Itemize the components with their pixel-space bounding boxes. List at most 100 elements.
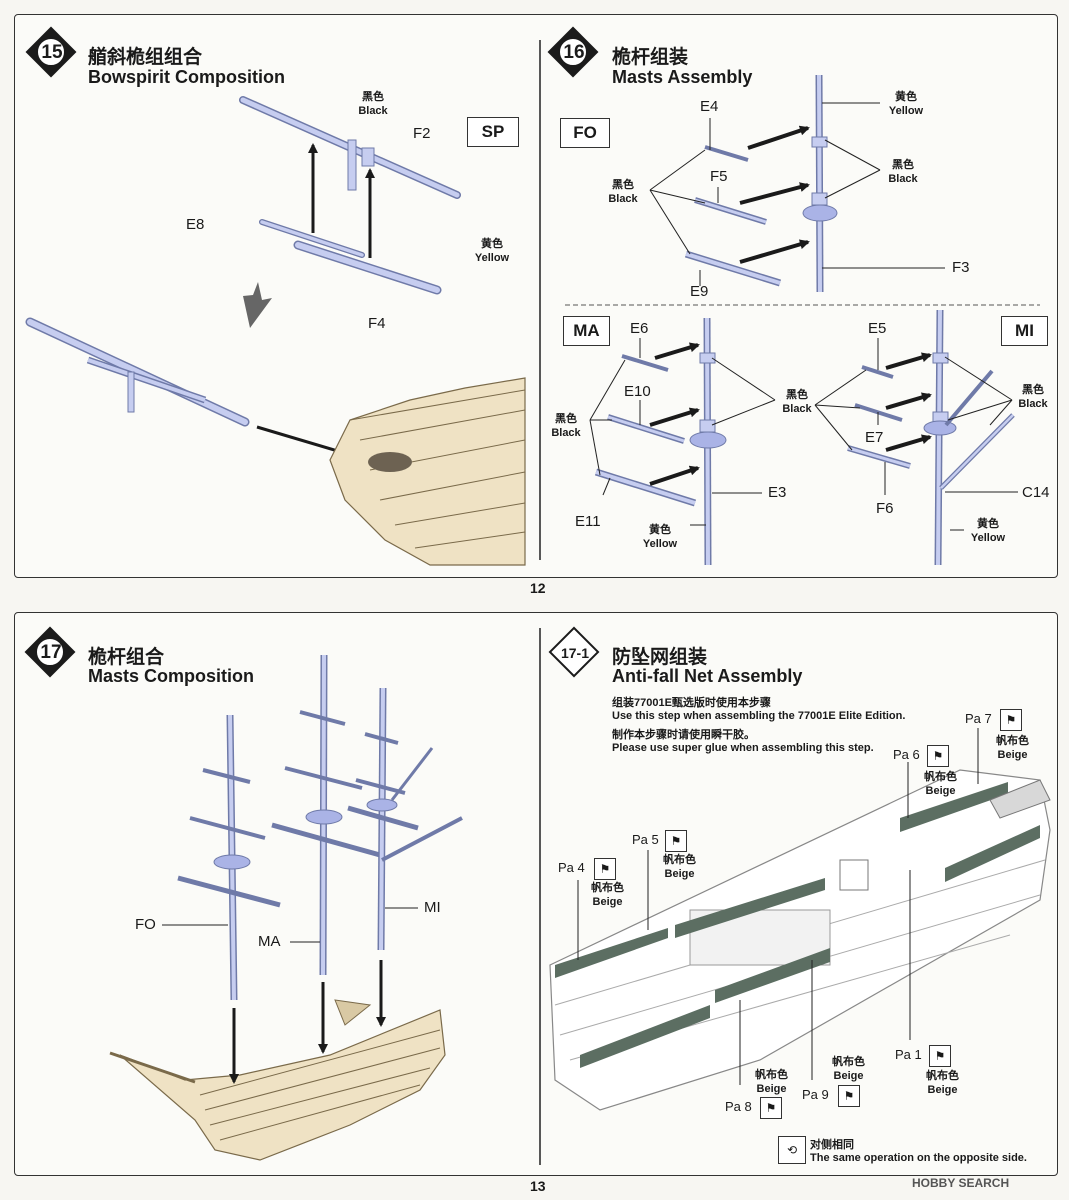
yellow-cn: 黄色 xyxy=(895,91,917,103)
step17-1-badge: 17-1 xyxy=(548,626,600,678)
black-en: Black xyxy=(888,173,918,185)
ma-leader-lines xyxy=(589,338,776,526)
ma-mast xyxy=(689,317,727,566)
pa5-beige: 帆布色 Beige xyxy=(657,853,702,881)
note-line-3: 制作本步骤时请使用瞬干胶。 xyxy=(612,729,755,741)
beige-cn: 帆布色 xyxy=(924,771,957,783)
arrow-e6 xyxy=(654,342,700,360)
black-en: Black xyxy=(358,105,388,117)
beige-en: Beige xyxy=(833,1070,864,1082)
black-en: Black xyxy=(1018,398,1048,410)
page-number-13: 13 xyxy=(530,1178,546,1194)
black-cn: 黑色 xyxy=(786,389,808,401)
part-e5: E5 xyxy=(868,320,887,337)
ma-tag: MA xyxy=(563,316,610,346)
pa9-beige: 帆布色 Beige xyxy=(826,1055,871,1083)
yellow-en: Yellow xyxy=(888,105,924,117)
part-c14: C14 xyxy=(1022,484,1050,501)
beige-cn: 帆布色 xyxy=(926,1070,959,1082)
net-part-icon: ⚑ xyxy=(594,858,616,880)
black-cn: 黑色 xyxy=(362,91,384,103)
mi-tag: MI xyxy=(1001,316,1048,346)
pa4-label: Pa 4 xyxy=(558,860,585,875)
hobby-search-watermark: HOBBY SEARCH xyxy=(912,1176,1010,1190)
fo-black-left-label: 黑色 Black xyxy=(602,178,644,206)
page-number-12: 12 xyxy=(530,580,546,596)
net-part-icon: ⚑ xyxy=(927,745,949,767)
net-part-icon: ⚑ xyxy=(838,1085,860,1107)
arrow-e7 xyxy=(885,392,932,410)
black-cn: 黑色 xyxy=(612,179,634,191)
arrow-e9 xyxy=(739,239,810,264)
black-cn: 黑色 xyxy=(892,159,914,171)
note-line-2: Use this step when assembling the 77001E… xyxy=(612,710,906,722)
step17-title-en: Masts Composition xyxy=(88,666,255,686)
net-part-icon: ⚑ xyxy=(665,830,687,852)
beige-en: Beige xyxy=(927,1084,958,1096)
sp-exploded-parts xyxy=(239,96,461,295)
ship-deck-net xyxy=(549,769,1051,1111)
beige-cn: 帆布色 xyxy=(996,735,1029,747)
net-part-icon: ⚑ xyxy=(929,1045,951,1067)
pa1-label: Pa 1 xyxy=(895,1047,922,1062)
ma-black-left-label: 黑色 Black xyxy=(545,412,587,440)
beige-en: Beige xyxy=(997,749,1028,761)
step15-title-en: Bowspirit Composition xyxy=(88,67,285,87)
black-en: Black xyxy=(608,193,638,205)
arrow-f5 xyxy=(739,182,810,205)
beige-cn: 帆布色 xyxy=(755,1069,788,1081)
fo-yellow-label: 黄色 Yellow xyxy=(882,90,930,118)
beige-cn: 帆布色 xyxy=(663,854,696,866)
step15-number: 15 xyxy=(41,42,63,63)
mast-label-fo: FO xyxy=(135,916,156,933)
step16-number: 16 xyxy=(563,42,585,63)
mi-mast xyxy=(923,309,1015,566)
step15-panel xyxy=(14,14,1058,578)
mi-leader-lines xyxy=(814,338,1018,531)
pa6-beige: 帆布色 Beige xyxy=(918,770,963,798)
fo-leader-lines xyxy=(649,102,945,286)
step16-title-cn: 桅杆组装 xyxy=(612,47,689,68)
arrow-f6 xyxy=(885,434,932,452)
fo-mast xyxy=(802,74,838,293)
mi-yards xyxy=(847,365,911,469)
opposite-note-en: The same operation on the opposite side. xyxy=(810,1152,1027,1164)
part-f3: F3 xyxy=(952,259,970,276)
pa5-label: Pa 5 xyxy=(632,832,659,847)
ship-bow-hull xyxy=(329,377,526,566)
yellow-en: Yellow xyxy=(970,532,1006,544)
step17-badge: 17 xyxy=(24,626,76,678)
step17-1-title-cn: 防坠网组装 xyxy=(612,647,708,668)
step17-masts xyxy=(177,654,463,1001)
note-line-1: 组装77001E甄选版时使用本步骤 xyxy=(612,697,771,709)
mi-black-label: 黑色 Black xyxy=(1012,383,1054,411)
opposite-side-icon: ⟲ xyxy=(778,1136,806,1164)
part-e9: E9 xyxy=(690,283,709,300)
yellow-cn: 黄色 xyxy=(481,238,503,250)
black-cn: 黑色 xyxy=(1022,384,1044,396)
beige-cn: 帆布色 xyxy=(832,1056,865,1068)
ma-yellow-label: 黄色 Yellow xyxy=(636,523,684,551)
step15-tag-sp: SP xyxy=(467,117,519,147)
mast-label-mi: MI xyxy=(424,899,441,916)
part-e3: E3 xyxy=(768,484,787,501)
step17-1-number: 17-1 xyxy=(560,645,590,661)
fo-tag: FO xyxy=(560,118,610,148)
yellow-en: Yellow xyxy=(474,252,510,264)
step17-title-cn: 桅杆组合 xyxy=(88,647,165,668)
step15-yellow-label: 黄色 Yellow xyxy=(468,237,516,265)
step17-leader-lines xyxy=(162,907,418,943)
black-en: Black xyxy=(782,403,812,415)
yellow-cn: 黄色 xyxy=(977,518,999,530)
pa9-label: Pa 9 xyxy=(802,1087,829,1102)
arrow-e5 xyxy=(885,352,932,370)
part-e8: E8 xyxy=(186,216,205,233)
beige-en: Beige xyxy=(664,868,695,880)
net-part-icon: ⚑ xyxy=(760,1097,782,1119)
bowsprit-assembled xyxy=(25,317,250,427)
yellow-cn: 黄色 xyxy=(649,524,671,536)
pa1-beige: 帆布色 Beige xyxy=(920,1069,965,1097)
mast-label-ma: MA xyxy=(258,933,281,950)
pa7-label: Pa 7 xyxy=(965,711,992,726)
arrow-e4 xyxy=(747,125,810,150)
